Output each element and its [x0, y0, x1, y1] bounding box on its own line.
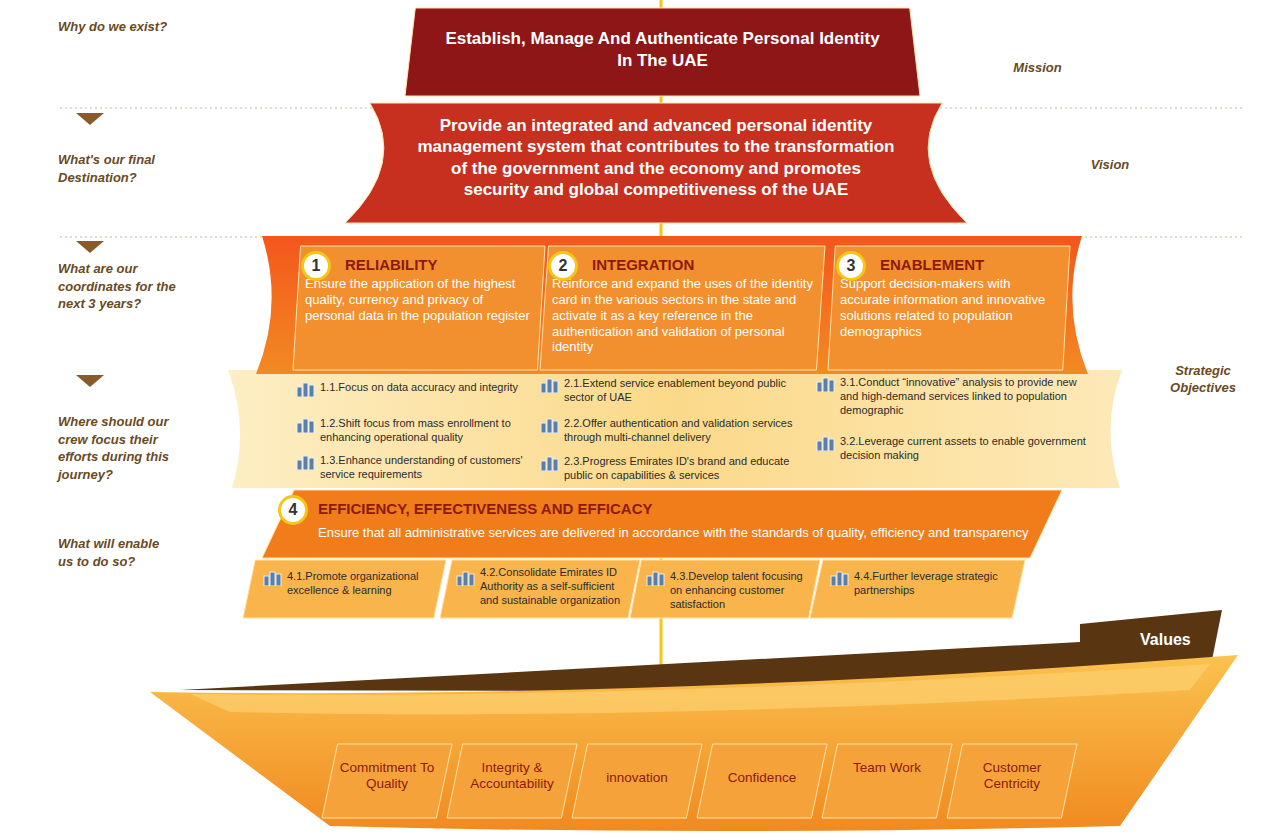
node-text: 4.2.Consolidate Emirates ID Authority as… — [480, 566, 626, 607]
section-label: Strategic Objectives — [1158, 363, 1248, 397]
node-text: Reinforce and expand the uses of the ide… — [552, 276, 813, 355]
value-box: Team Work — [822, 744, 952, 818]
node-outline — [810, 560, 1025, 618]
node-text: 1 — [304, 254, 328, 278]
value-box: Confidence — [697, 744, 827, 818]
value-box: Integrity & Accountability — [447, 744, 577, 818]
callout-number: 2 — [548, 251, 578, 281]
ship-hull — [150, 655, 1238, 831]
chart-icon — [540, 455, 560, 471]
pillar-panel: RELIABILITYEnsure the application of the… — [293, 246, 545, 370]
node-text: innovation — [589, 770, 685, 786]
node-text: Team Work — [839, 760, 935, 776]
values-label: Values — [1140, 631, 1210, 649]
callout-number: 3 — [836, 251, 866, 281]
node-text: Customer Centricity — [964, 760, 1060, 792]
chart-icon — [816, 435, 836, 451]
heading-text: RELIABILITY — [305, 254, 533, 276]
node-text: 4.1.Promote organizational excellence & … — [287, 570, 430, 598]
node-text: Confidence — [714, 770, 810, 786]
vision-banner: Provide an integrated and advanced perso… — [345, 103, 967, 223]
chart-icon — [296, 381, 316, 397]
node-text: 2 — [551, 254, 575, 278]
chart-icon — [296, 417, 316, 433]
question-label: What will enable us to do so? — [58, 535, 170, 570]
objectives-band — [228, 370, 1122, 488]
pillar-panel: INTEGRATIONReinforce and expand the uses… — [540, 246, 825, 370]
node-text: 3 — [839, 254, 863, 278]
heading-text: INTEGRATION — [552, 254, 813, 276]
question-label: Where should our crew focus their effort… — [58, 413, 176, 483]
chart-icon — [830, 570, 850, 586]
chart-icon — [263, 570, 283, 586]
objective-box: 4.2.Consolidate Emirates ID Authority as… — [440, 560, 640, 618]
section-label: Vision — [1080, 157, 1140, 174]
objective-box: 4.4.Further leverage strategic partnersh… — [810, 560, 1025, 618]
heading-text: EFFICIENCY, EFFECTIVENESS AND EFFICACY — [318, 499, 1032, 519]
pillar-panel: ENABLEMENTSupport decision-makers with a… — [828, 246, 1070, 370]
objective-text: 2.3.Progress Emirates ID's brand and edu… — [564, 455, 809, 483]
node-text: 4.4.Further leverage strategic partnersh… — [854, 570, 1009, 598]
node-text: Commitment To Quality — [339, 760, 435, 792]
callout-number: 4 — [278, 495, 308, 525]
objective-box: 4.1.Promote organizational excellence & … — [243, 560, 446, 618]
hull-stripe — [190, 664, 1210, 714]
objective-text: 1.1.Focus on data accuracy and integrity — [320, 381, 542, 395]
chart-icon — [646, 570, 666, 586]
chart-icon — [296, 454, 316, 470]
objective-text: 1.2.Shift focus from mass enrollment to … — [320, 417, 542, 445]
objective-text: 3.1.Conduct “innovative” analysis to pro… — [840, 376, 1090, 417]
node-text: 4 — [281, 498, 305, 522]
node-text: Ensure that all administrative services … — [318, 525, 1032, 541]
objective-text: 2.1.Extend service enablement beyond pub… — [564, 377, 809, 405]
node-text: Establish, Manage And Authenticate Perso… — [445, 28, 880, 72]
chart-icon — [540, 377, 560, 393]
node-text: Support decision-makers with accurate in… — [840, 276, 1058, 339]
objective-text: 2.2.Offer authentication and validation … — [564, 417, 809, 445]
question-label: What's our final Destination? — [58, 151, 178, 186]
mission-banner: Establish, Manage And Authenticate Perso… — [405, 8, 920, 96]
value-box: innovation — [572, 744, 702, 818]
node-text: 4.3.Develop talent focusing on enhancing… — [670, 570, 806, 611]
objective-box: 4.3.Develop talent focusing on enhancing… — [630, 560, 820, 618]
question-label: Why do we exist? — [58, 18, 218, 36]
node-outline — [822, 744, 952, 818]
chart-icon — [456, 570, 476, 586]
value-box: Commitment To Quality — [322, 744, 452, 818]
section-label: Mission — [1000, 60, 1075, 77]
callout-number: 1 — [301, 251, 331, 281]
pillars-band — [256, 236, 1088, 374]
question-label: What are our coordinates for the next 3 … — [58, 260, 178, 313]
objective-text: 3.2.Leverage current assets to enable go… — [840, 435, 1090, 463]
node-text: Integrity & Accountability — [464, 760, 560, 792]
heading-text: ENABLEMENT — [840, 254, 1058, 276]
chart-icon — [540, 417, 560, 433]
chart-icon — [816, 376, 836, 392]
objective-text: 1.3.Enhance understanding of customers' … — [320, 454, 542, 482]
node-text: Provide an integrated and advanced perso… — [417, 115, 895, 200]
node-text: Ensure the application of the highest qu… — [305, 276, 533, 324]
value-box: Customer Centricity — [947, 744, 1077, 818]
enabler-band: EFFICIENCY, EFFECTIVENESS AND EFFICACY En… — [262, 490, 1062, 558]
